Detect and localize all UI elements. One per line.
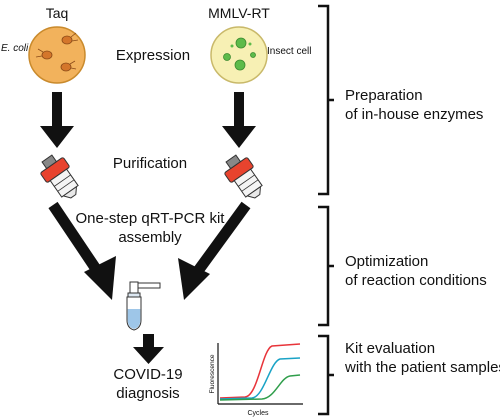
host-label-insect-cell: Insect cell — [267, 46, 312, 57]
insect-cell-dish-icon — [210, 26, 268, 84]
stage-2-line1: Optimization — [345, 253, 429, 270]
step-expression: Expression — [115, 47, 191, 64]
ecoli-dish-icon — [28, 26, 86, 84]
stage-bracket-1 — [318, 4, 334, 196]
arrow-down-left-1 — [40, 92, 74, 148]
chart-y-label: Fluorescence — [209, 354, 216, 393]
pcr-tube-icon — [126, 281, 161, 331]
arrow-down-center — [133, 334, 164, 364]
chart-x-label: Cycles — [247, 410, 269, 417]
result-line1: COVID-19 — [113, 366, 183, 383]
amplification-curve-red — [219, 343, 301, 399]
amplification-curve-blue — [219, 357, 301, 400]
stage-3-line1: Kit evaluation — [345, 340, 436, 357]
host-label-ecoli: E. coli — [1, 43, 29, 54]
step-purification: Purification — [112, 155, 188, 172]
arrow-diagonal-left — [48, 201, 116, 300]
result-line2: diagnosis — [116, 385, 180, 402]
amplification-chart: Cycles Fluorescence — [209, 343, 303, 417]
column-icon-left — [40, 154, 79, 199]
arrow-diagonal-right — [178, 201, 251, 300]
enzyme-label-mmlv-rt: MMLV-RT — [208, 5, 270, 21]
enzyme-label-taq: Taq — [45, 5, 69, 21]
column-icon-right — [224, 154, 263, 199]
step-assembly-line1: One-step qRT-PCR kit — [75, 210, 225, 227]
stage-2-line2: of reaction conditions — [345, 272, 487, 289]
stage-1-line1: Preparation — [345, 87, 423, 104]
arrow-down-right-1 — [222, 92, 256, 148]
stage-bracket-3 — [318, 334, 334, 416]
stage-bracket-2 — [318, 205, 334, 327]
amplification-curve-green — [219, 374, 301, 401]
step-assembly-line2: assembly — [118, 229, 182, 246]
stage-3-line2: with the patient samples — [345, 359, 500, 376]
stage-1-line2: of in-house enzymes — [345, 106, 484, 123]
